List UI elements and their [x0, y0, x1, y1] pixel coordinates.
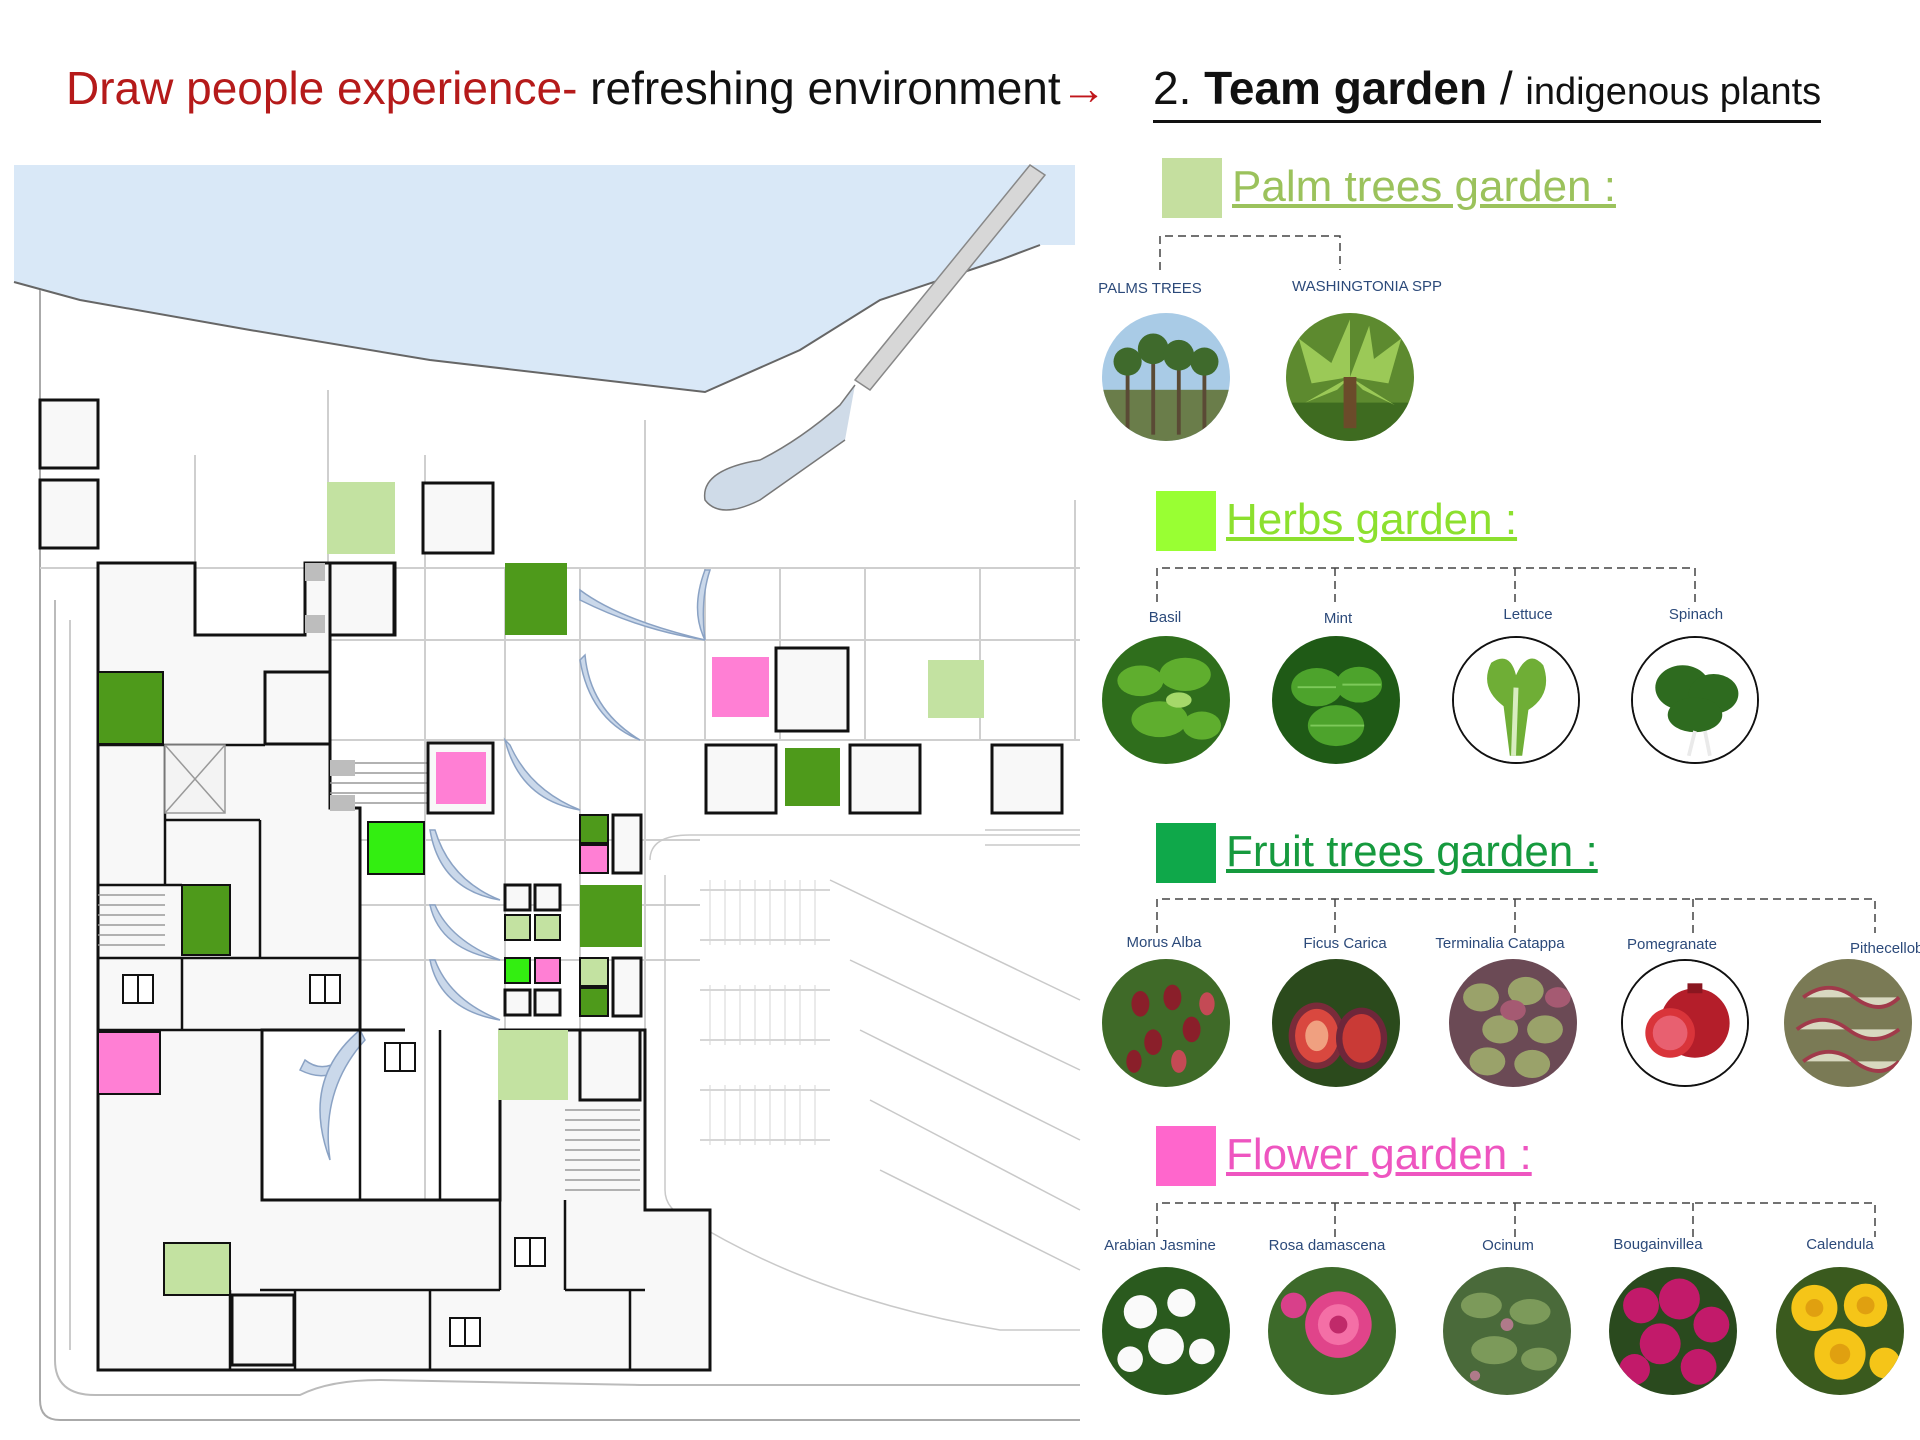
plot-palm: [928, 660, 984, 718]
palm-trees-photo: [1102, 313, 1230, 441]
plot-palm: [498, 1030, 568, 1100]
lettuce-photo: [1452, 636, 1580, 764]
plant-label: PALMS TREES: [1098, 280, 1202, 297]
slide-title-left: Draw people experience- refreshing envir…: [66, 60, 1107, 116]
plot-fruit: [579, 814, 609, 844]
pier: [853, 163, 1047, 392]
herbs-tree-connector: [1156, 567, 1696, 602]
plot-flower: [579, 844, 609, 874]
plant-label: Pomegranate: [1626, 936, 1718, 953]
plant-label: Morus Alba: [1126, 934, 1202, 951]
flower-swatch: [1156, 1126, 1216, 1186]
fruit-garden-title: Fruit trees garden :: [1226, 827, 1598, 876]
flower-garden-title: Flower garden :: [1226, 1130, 1532, 1179]
pier-ramp: [703, 384, 856, 511]
spinach-photo: [1631, 636, 1759, 764]
ficus-carica-photo: [1272, 959, 1400, 1087]
plant-label: Arabian Jasmine: [1104, 1237, 1216, 1254]
palm-garden-title: Palm trees garden :: [1232, 162, 1616, 211]
flower-tree-connector: [1156, 1202, 1876, 1237]
morus-alba-photo: [1102, 959, 1230, 1087]
plot-herb: [367, 821, 425, 875]
plot-fruit: [579, 987, 609, 1017]
plant-label: Basil: [1148, 609, 1182, 626]
slide-title-right: 2. Team garden / indigenous plants: [1153, 60, 1822, 123]
plant-label: Lettuce: [1503, 606, 1553, 623]
plant-label: Ficus Carica: [1303, 935, 1387, 952]
parking-area: [649, 829, 1081, 1331]
plot-flower: [436, 752, 486, 804]
door-symbols: [122, 974, 546, 1347]
site-plan: [13, 163, 1081, 1421]
washingtonia-photo: [1286, 313, 1414, 441]
palm-tree-connector: [1159, 235, 1341, 270]
plot-palm: [327, 482, 395, 554]
plant-label: Ocinum: [1482, 1237, 1534, 1254]
road-edge: [54, 600, 1080, 1396]
fruit-tree-connector: [1156, 898, 1876, 933]
main-building: [96, 561, 712, 1372]
mint-photo: [1272, 636, 1400, 764]
plot-fruit: [785, 748, 840, 806]
section-number: 2.: [1153, 62, 1205, 114]
plot-palm: [163, 1242, 231, 1296]
plant-label: Bougainvillea: [1613, 1236, 1703, 1253]
plot-fruit: [580, 885, 642, 947]
plot-fruit: [505, 563, 567, 635]
plant-label: Spinach: [1668, 606, 1724, 623]
section-title: Team garden: [1204, 62, 1488, 114]
plot-palm: [534, 914, 561, 941]
title-slash: /: [1487, 62, 1526, 114]
arabian-jasmine-photo: [1102, 1267, 1230, 1395]
plot-fruit: [97, 671, 164, 745]
plant-label: Mint: [1323, 610, 1353, 627]
plant-label: WASHINGTONIA SPP: [1291, 278, 1443, 295]
title-black-text: refreshing environment: [577, 62, 1061, 114]
stairs: [98, 744, 640, 1191]
palm-swatch: [1162, 158, 1222, 218]
arrow-right-icon: →: [1060, 62, 1107, 114]
plant-label: Terminalia Catappa: [1435, 935, 1565, 952]
plant-label: Calendula: [1806, 1236, 1874, 1253]
building-boxes: [38, 398, 1064, 1367]
pithecellobium-dulce-photo: [1784, 959, 1912, 1087]
stair-blocks: [305, 563, 355, 811]
plot-flower: [97, 1031, 161, 1095]
calendula-photo: [1776, 1267, 1904, 1395]
plant-label: Pithecellobium Dulce: [1850, 940, 1920, 957]
bougainvillea-photo: [1609, 1267, 1737, 1395]
garden-plots: [97, 482, 984, 1296]
rosa-damascena-photo: [1268, 1267, 1396, 1395]
plant-label: Rosa damascena: [1268, 1237, 1386, 1254]
sea-area: [14, 165, 1075, 392]
herbs-swatch: [1156, 491, 1216, 551]
section-subtitle: indigenous plants: [1525, 71, 1822, 113]
ocinum-photo: [1443, 1267, 1571, 1395]
plot-flower: [534, 957, 561, 984]
fruit-swatch: [1156, 823, 1216, 883]
plot-flower: [712, 657, 769, 717]
plot-palm: [504, 914, 531, 941]
herbs-garden-title: Herbs garden :: [1226, 495, 1518, 544]
plot-herb: [504, 957, 531, 984]
plot-palm: [579, 957, 609, 987]
terminalia-catappa-photo: [1449, 959, 1577, 1087]
site-boundary: [39, 290, 1080, 1421]
pomegranate-photo: [1621, 959, 1749, 1087]
basil-photo: [1102, 636, 1230, 764]
title-red-text: Draw people experience-: [66, 62, 578, 114]
plot-fruit: [181, 884, 231, 956]
parking-stalls: [709, 880, 816, 1145]
